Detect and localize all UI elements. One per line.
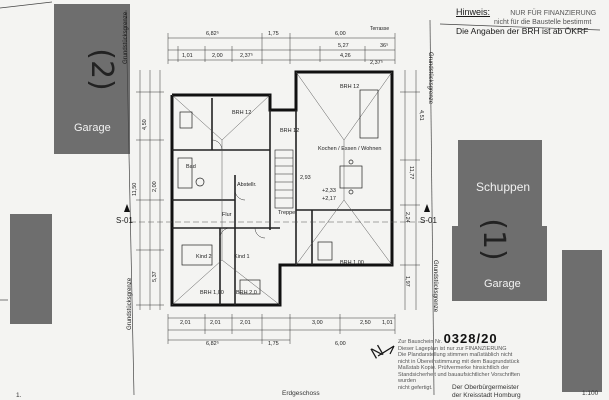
room-label-bath: Bad bbox=[186, 164, 196, 170]
dim-top-10: 2,37⁵ bbox=[370, 60, 383, 66]
garage-right-block bbox=[452, 226, 547, 301]
north-arrow bbox=[377, 345, 395, 357]
grundstuecksgrenze-left: Grundstücksgrenze bbox=[123, 11, 129, 64]
right-lower-block bbox=[562, 250, 602, 392]
room-label-kind2: Kind 2 bbox=[196, 254, 212, 260]
room-label-brh12b: BRH 12 bbox=[232, 110, 252, 116]
dim-top-8: 2,37⁵ bbox=[240, 53, 253, 59]
garage-left-block bbox=[54, 4, 130, 154]
stamp-line4: nicht in Übereinstimmung mit dem Baugrun… bbox=[398, 358, 520, 365]
room-label-brh12a: BRH 12 bbox=[340, 84, 360, 90]
terrasse-label: Terrasse bbox=[370, 26, 390, 32]
approval-stamp: Zur Bauschein Nr. 0328/20 Dieser Lagepla… bbox=[398, 332, 533, 391]
dim-inner-3: +2,17 bbox=[322, 196, 336, 202]
roof-lines bbox=[171, 71, 393, 306]
dim-bottom-3: 6,00 bbox=[335, 341, 346, 347]
dimension-lines-top bbox=[167, 33, 396, 64]
hinweis-line1: NUR FÜR FINANZIERUNG bbox=[510, 10, 597, 17]
section-marker-left: S-01 bbox=[116, 216, 133, 225]
dim-inner-2: +2,33 bbox=[322, 188, 336, 194]
room-label-brh2: BRH 1,00 bbox=[340, 260, 364, 266]
dim-top-3: 6,00 bbox=[335, 31, 346, 37]
dim-right-1: 11,77 bbox=[408, 166, 414, 180]
dim-top-2: 1,75 bbox=[268, 31, 279, 37]
dim-bottom-2: 1,75 bbox=[268, 341, 279, 347]
inner-walls bbox=[172, 98, 392, 305]
dim-top-1: 6,82⁵ bbox=[206, 31, 219, 37]
dim-bottom-6: 2,01 bbox=[240, 320, 251, 326]
dim-bottom-7: 3,00 bbox=[312, 320, 323, 326]
room-label-brh3: BRH 2,0 bbox=[236, 290, 257, 296]
room-label-brh1: BRH 1,00 bbox=[200, 290, 224, 296]
stamp-line3: Die Plandarstellung stimmen maßstäblich … bbox=[398, 352, 513, 358]
dim-top-9: 4,26 bbox=[340, 53, 351, 59]
dim-right-4: 1,97 bbox=[404, 276, 410, 287]
stamp-footer1: Der Oberbürgermeister bbox=[452, 384, 519, 391]
dim-top-7: 2,00 bbox=[212, 53, 223, 59]
outer-walls bbox=[170, 70, 394, 307]
dim-left-4: 2,00 bbox=[152, 181, 158, 192]
dim-right-2: 4,51 bbox=[418, 110, 424, 121]
dimension-lines-right bbox=[400, 70, 420, 310]
hinweis-note: Hinweis: NUR FÜR FINANZIERUNG nicht für … bbox=[456, 8, 606, 36]
dim-inner-1: 2,93 bbox=[300, 175, 311, 181]
stairs bbox=[274, 149, 294, 209]
garage-right-label: Garage bbox=[484, 278, 521, 290]
dimension-lines-bottom bbox=[167, 314, 396, 344]
stamp-footer2: der Kreisstadt Homburg bbox=[452, 392, 521, 399]
footer-floor: Erdgeschoss bbox=[282, 390, 320, 397]
room-label-treppe: Treppe bbox=[278, 210, 296, 216]
dim-bottom-5: 2,01 bbox=[210, 320, 221, 326]
section-arrows bbox=[124, 204, 430, 212]
stamp-number: 0328/20 bbox=[443, 331, 498, 346]
furniture bbox=[177, 89, 379, 295]
dimension-lines-left bbox=[136, 70, 164, 310]
hinweis-title: Hinweis: bbox=[456, 7, 491, 17]
shed-label: Schuppen bbox=[476, 180, 531, 194]
dim-bottom-4: 2,01 bbox=[180, 320, 191, 326]
stamp-line2: Dieser Lageplan ist nur zur FINANZIERUNG bbox=[398, 345, 507, 352]
hinweis-line3: Die Angaben der BRH ist ab ÖKRF bbox=[456, 26, 589, 36]
dim-left-3: 5,37 bbox=[152, 271, 158, 282]
room-label-brh12c: BRH 12 bbox=[280, 128, 300, 134]
dim-top-5: 36⁵ bbox=[380, 43, 389, 49]
grundstuecksgrenze-right: Grundstücksgrenze bbox=[427, 52, 433, 105]
room-label-kind1: Kind 1 bbox=[234, 254, 250, 260]
footer-scale: 1:100 bbox=[582, 390, 599, 397]
stamp-line5: Maßstab Kopie. Prüfvermerke hinsichtlich… bbox=[398, 365, 509, 371]
door-swings bbox=[211, 139, 266, 239]
stamp-line1: Zur Bauschein Nr. bbox=[398, 339, 443, 345]
room-label-abstell: Abstellr. bbox=[237, 182, 257, 188]
room-label-kochen: Kochen / Essen / Wohnen bbox=[318, 146, 382, 152]
garage-left-label: Garage bbox=[74, 122, 111, 134]
dim-left-2: 4,50 bbox=[142, 119, 148, 130]
grundstuecksgrenze-right-lower: Grundstücksgrenze bbox=[432, 260, 438, 313]
section-marker-right: S-01 bbox=[420, 216, 437, 225]
footer-page: 1. bbox=[16, 392, 22, 399]
dim-top-6: 1,01 bbox=[182, 53, 193, 59]
left-lower-block bbox=[10, 214, 52, 324]
stamp-line6: Standsicherheit und bauaufsichtlicher Vo… bbox=[398, 371, 520, 385]
dim-bottom-1: 6,82⁵ bbox=[206, 341, 219, 347]
shed-block bbox=[458, 140, 542, 230]
dim-left-1: 11,50 bbox=[132, 182, 138, 196]
dim-bottom-8: 2,50 bbox=[360, 320, 371, 326]
dim-bottom-9: 1,01 bbox=[382, 320, 393, 326]
room-label-flur: Flur bbox=[222, 212, 232, 218]
stamp-line7: nicht gefertigt. bbox=[398, 384, 433, 391]
dim-right-3: 2,24 bbox=[404, 212, 410, 223]
hinweis-line2: nicht für die Baustelle bestimmt bbox=[494, 19, 592, 26]
grundstuecksgrenze-left-lower: Grundstücksgrenze bbox=[127, 277, 133, 330]
dim-top-4: 5,27 bbox=[338, 43, 349, 49]
boundary-lines bbox=[0, 1, 601, 396]
